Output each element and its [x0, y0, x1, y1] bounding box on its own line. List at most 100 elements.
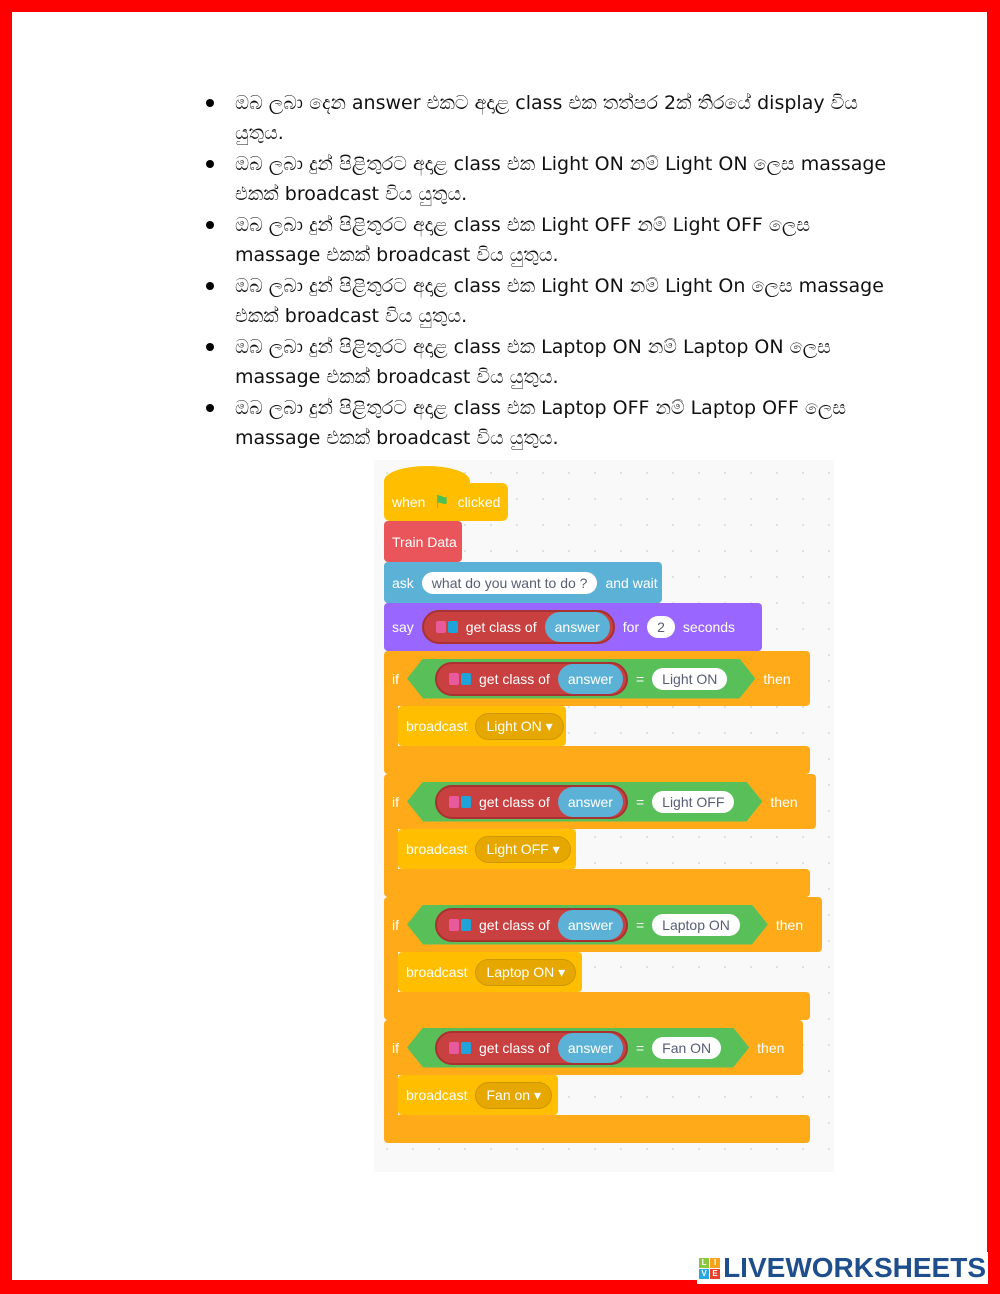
logo-text: LIVEWORKSHEETS [723, 1252, 986, 1283]
train-data-label: Train Data [392, 533, 457, 550]
if-header[interactable]: if get class of answer = Laptop ON then [384, 897, 822, 952]
class-value-input[interactable]: Laptop ON [652, 914, 740, 936]
ml-model-icon [449, 673, 471, 685]
say-for-seconds-block[interactable]: say get class of answer for 2 seconds [384, 603, 762, 651]
get-class-reporter[interactable]: get class of answer [435, 1031, 628, 1065]
answer-reporter[interactable]: answer [558, 664, 623, 694]
instruction-list: ඔබ ලබා දෙන answer එකට අදාළ class එක තත්ප… [200, 88, 890, 454]
ml-model-icon [449, 796, 471, 808]
then-label: then [775, 916, 804, 933]
say-label: say [392, 619, 414, 635]
bullet-icon [206, 282, 214, 290]
ml-model-icon [449, 919, 471, 931]
dropdown-arrow-icon: ▾ [533, 1086, 541, 1103]
bullet-icon [206, 160, 214, 168]
broadcast-label: broadcast [406, 964, 468, 980]
class-value-input[interactable]: Fan ON [652, 1037, 721, 1059]
message-dropdown[interactable]: Light OFF ▾ [475, 835, 571, 863]
instruction-item: ඔබ ලබා දුන් පිළිතුරට අදාළ class එක Lapto… [200, 332, 890, 392]
get-class-reporter[interactable]: get class of answer [435, 785, 628, 819]
dropdown-arrow-icon: ▾ [558, 963, 566, 980]
instruction-text: ඔබ ලබා දුන් පිළිතුරට අදාළ class එක Light… [235, 275, 884, 327]
instruction-text: ඔබ ලබා දුන් පිළිතුරට අදාළ class එක Light… [235, 153, 887, 205]
page-border-right [987, 0, 1000, 1294]
instruction-item: ඔබ ලබා දෙන answer එකට අදාළ class එක තත්ප… [200, 88, 890, 148]
message-value: Fan on [486, 1086, 531, 1103]
if-footer [384, 746, 810, 774]
answer-reporter[interactable]: answer [558, 1033, 623, 1063]
equals-operator[interactable]: get class of answer = Laptop ON [407, 905, 768, 945]
message-dropdown[interactable]: Fan on ▾ [475, 1081, 552, 1109]
broadcast-block[interactable]: broadcast Light ON ▾ [398, 706, 566, 746]
if-arm [384, 701, 398, 751]
get-class-reporter[interactable]: get class of answer [435, 662, 628, 696]
instruction-item: ඔබ ලබා දුන් පිළිතුරට අදාළ class එක Lapto… [200, 393, 890, 453]
green-flag-icon: ⚑ [433, 491, 450, 512]
broadcast-block[interactable]: broadcast Light OFF ▾ [398, 829, 576, 869]
scratch-code-area: when ⚑ clicked Train Data ask what do yo… [374, 460, 834, 1172]
if-arm [384, 947, 398, 997]
message-dropdown[interactable]: Laptop ON ▾ [475, 958, 577, 986]
then-label: then [770, 793, 798, 810]
equals-sign: = [635, 670, 645, 687]
equals-operator[interactable]: get class of answer = Light OFF [407, 782, 762, 822]
if-label: if [392, 1039, 399, 1056]
seconds-label: seconds [682, 619, 736, 635]
broadcast-label: broadcast [406, 841, 468, 857]
get-class-label: get class of [479, 916, 550, 933]
get-class-label: get class of [479, 670, 550, 687]
instruction-text: ඔබ ලබා දෙන answer එකට අදාළ class එක තත්ප… [235, 92, 858, 144]
answer-reporter[interactable]: answer [558, 910, 623, 940]
page-border-left [0, 0, 12, 1294]
broadcast-label: broadcast [406, 718, 468, 734]
answer-reporter[interactable]: answer [558, 787, 623, 817]
if-label: if [392, 670, 399, 687]
ask-label: ask [392, 574, 414, 591]
seconds-input[interactable]: 2 [647, 616, 675, 638]
ml-model-icon [435, 621, 458, 633]
if-arm [384, 824, 398, 874]
logo-letter: E [710, 1268, 721, 1279]
question-input[interactable]: what do you want to do ? [421, 571, 598, 594]
when-flag-clicked-block[interactable]: when ⚑ clicked [384, 466, 508, 521]
class-value-input[interactable]: Light OFF [652, 791, 734, 813]
bullet-icon [206, 404, 214, 412]
liveworksheets-logo: L I V E LIVEWORKSHEETS [697, 1252, 988, 1284]
broadcast-block[interactable]: broadcast Laptop ON ▾ [398, 952, 582, 992]
page-border-top [0, 0, 1000, 12]
equals-sign: = [635, 916, 645, 933]
get-class-label: get class of [479, 793, 550, 810]
class-value-input[interactable]: Light ON [652, 668, 727, 690]
logo-letter: V [699, 1268, 710, 1279]
equals-operator[interactable]: get class of answer = Light ON [407, 659, 755, 699]
message-value: Light OFF [486, 840, 549, 857]
instruction-text: ඔබ ලබා දුන් පිළිතුරට අදාළ class එක Lapto… [235, 397, 847, 449]
then-label: then [763, 670, 791, 687]
message-dropdown[interactable]: Light ON ▾ [475, 712, 564, 740]
instruction-text: ඔබ ලබා දුන් පිළිතුරට අදාළ class එක Lapto… [235, 336, 831, 388]
train-data-block[interactable]: Train Data [384, 521, 462, 562]
if-header[interactable]: if get class of answer = Light ON then [384, 651, 810, 706]
instruction-item: ඔබ ලබා දුන් පිළිතුරට අදාළ class එක Light… [200, 271, 890, 331]
then-label: then [757, 1039, 785, 1056]
ask-and-wait-block[interactable]: ask what do you want to do ? and wait [384, 562, 662, 603]
message-value: Light ON [486, 717, 542, 734]
answer-reporter[interactable]: answer [544, 612, 610, 642]
equals-sign: = [635, 793, 645, 810]
if-arm [384, 1070, 398, 1120]
get-class-label: get class of [479, 1039, 550, 1056]
logo-letter: L [699, 1257, 710, 1268]
clicked-label: clicked [457, 494, 501, 510]
instruction-item: ඔබ ලබා දුන් පිළිතුරට අදාළ class එක Light… [200, 210, 890, 270]
get-class-reporter[interactable]: get class of answer [435, 908, 628, 942]
if-label: if [392, 916, 399, 933]
logo-letter: I [710, 1257, 721, 1268]
get-class-reporter[interactable]: get class of answer [421, 610, 615, 644]
bullet-icon [206, 221, 214, 229]
bullet-icon [206, 343, 214, 351]
